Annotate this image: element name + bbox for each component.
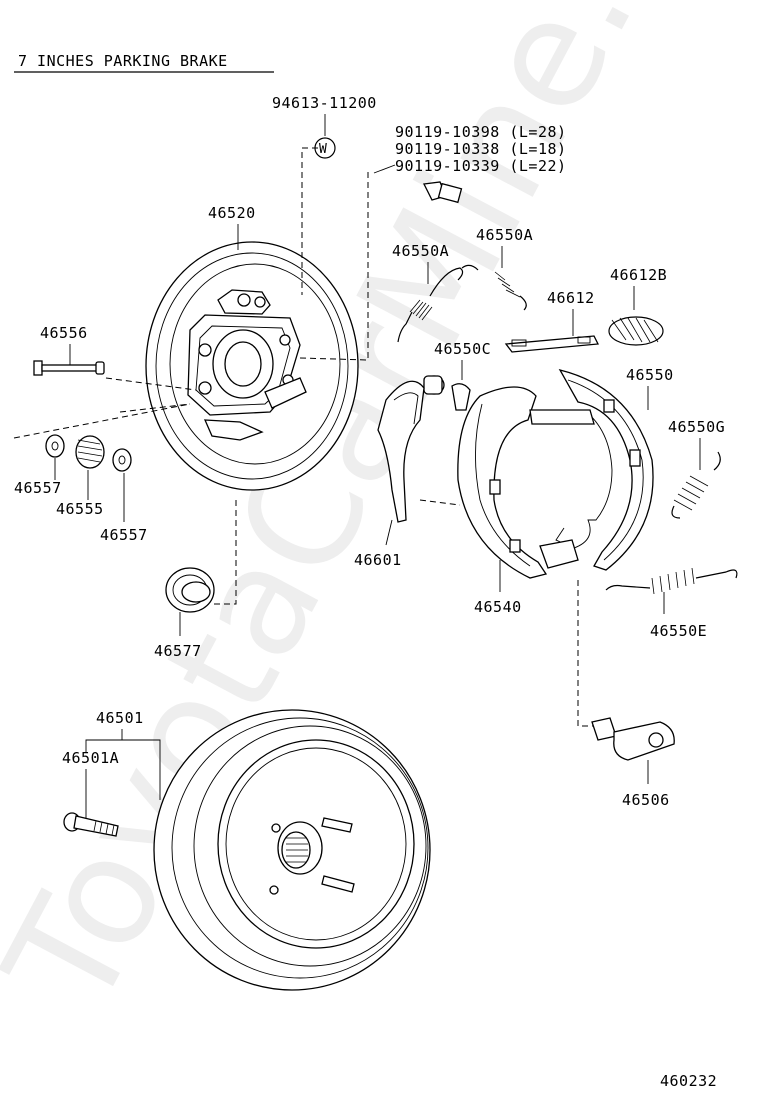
label-46601: 46601 xyxy=(354,551,402,569)
return-spring-46550A-left[interactable] xyxy=(397,267,464,343)
label-46550C: 46550C xyxy=(434,340,491,358)
label-bolt-90119-10339: 90119-10339 (L=22) xyxy=(395,157,567,175)
shoe-web-bridge xyxy=(529,409,595,425)
dash-46577 xyxy=(214,500,237,605)
backing-plate-46520[interactable] xyxy=(145,241,359,491)
tension-spring-46550E[interactable] xyxy=(605,567,738,595)
label-46555: 46555 xyxy=(56,500,104,518)
bolt-90119[interactable] xyxy=(423,181,463,204)
washer-46557-left[interactable] xyxy=(45,434,65,458)
parking-brake-lever-46601[interactable] xyxy=(377,380,425,523)
clip-46550C[interactable] xyxy=(451,383,471,411)
label-46540: 46540 xyxy=(474,598,522,616)
label-46557-right: 46557 xyxy=(100,526,148,544)
label-46501: 46501 xyxy=(96,709,144,727)
brake-drum-46501[interactable] xyxy=(153,709,431,991)
label-46550E: 46550E xyxy=(650,622,707,640)
hub-bolt-46501A[interactable] xyxy=(63,812,119,837)
label-94613-11200: 94613-11200 xyxy=(272,94,377,112)
w-symbol-text: W xyxy=(319,142,327,157)
label-46506: 46506 xyxy=(622,791,670,809)
dash-46506 xyxy=(577,580,600,727)
label-46557-left: 46557 xyxy=(14,479,62,497)
dash-46556 xyxy=(105,377,197,391)
hold-down-pin-46556[interactable] xyxy=(33,360,105,376)
label-46501A: 46501A xyxy=(62,749,119,767)
diagram-title: 7 INCHES PARKING BRAKE xyxy=(18,52,228,70)
strut-46612[interactable] xyxy=(504,335,600,353)
label-46550A-left: 46550A xyxy=(392,242,449,260)
label-46550A-right: 46550A xyxy=(476,226,533,244)
label-46556: 46556 xyxy=(40,324,88,342)
label-46520: 46520 xyxy=(208,204,256,222)
leader-46601 xyxy=(385,519,393,546)
spring-46555[interactable] xyxy=(75,435,105,469)
dash-w-to-plate xyxy=(301,147,318,295)
label-bolt-90119-10398: 90119-10398 (L=28) xyxy=(395,123,567,141)
washer-46557-right[interactable] xyxy=(112,448,132,472)
label-bolt-90119-10338: 90119-10338 (L=18) xyxy=(395,140,567,158)
leader-46501-branch xyxy=(85,739,122,752)
brake-shoe-46550[interactable] xyxy=(555,369,654,571)
label-46577: 46577 xyxy=(154,642,202,660)
dash-lever-to-shoe xyxy=(419,499,461,506)
shoe-lower-anchor xyxy=(539,539,579,569)
label-46612B: 46612B xyxy=(610,266,667,284)
label-46612: 46612 xyxy=(547,289,595,307)
figure-number: 460232 xyxy=(660,1072,717,1090)
return-spring-46550A-right[interactable] xyxy=(461,264,527,311)
adjuster-pin[interactable] xyxy=(423,375,445,395)
leader-bolts xyxy=(373,164,396,174)
adjusting-spring-46612B[interactable] xyxy=(608,316,664,346)
cable-end-46506[interactable] xyxy=(591,717,675,761)
leader-46501 xyxy=(121,729,161,800)
label-46550G: 46550G xyxy=(668,418,725,436)
dash-bolt-to-plate xyxy=(299,172,369,361)
tension-spring-46550G[interactable] xyxy=(671,451,721,519)
dash-spring-set-2 xyxy=(119,403,191,413)
plug-grommet-46577[interactable] xyxy=(165,567,215,613)
label-46550: 46550 xyxy=(626,366,674,384)
